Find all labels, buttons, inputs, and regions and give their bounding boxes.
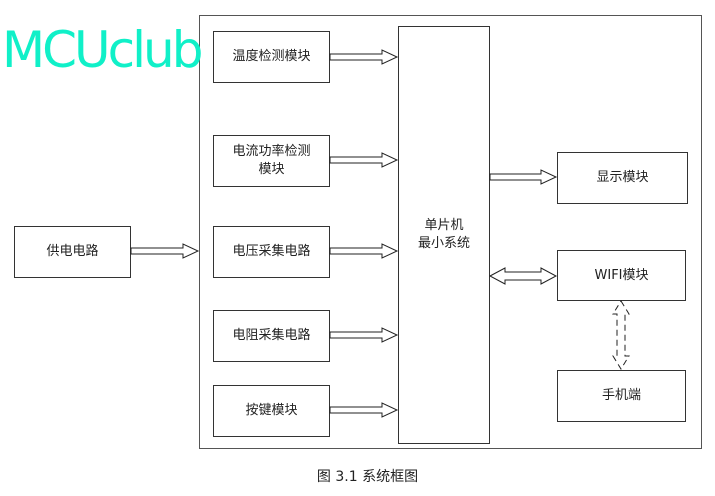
arrow-mcu-wifi-bidirectional (488, 267, 558, 285)
temperature-module: 温度检测模块 (213, 31, 330, 83)
phone-terminal-label: 手机端 (601, 388, 641, 403)
phone-terminal: 手机端 (557, 370, 686, 422)
temperature-module-label: 温度检测模块 (232, 49, 311, 64)
current-power-label-2: 模块 (258, 162, 285, 177)
current-power-module: 电流功率检测模块 (213, 135, 330, 187)
figure-caption: 图 3.1 系统框图 (316, 469, 419, 485)
arrow-wifi-phone-dashed (612, 300, 630, 370)
voltage-circuit: 电压采集电路 (213, 226, 330, 278)
wifi-module-label: WIFI模块 (594, 267, 649, 283)
display-module: 显示模块 (557, 152, 688, 204)
current-power-label-1: 电流功率检测 (232, 144, 311, 159)
wifi-module: WIFI模块 (557, 250, 686, 301)
power-supply-label: 供电电路 (46, 244, 99, 259)
arrow-keys-to-mcu (329, 402, 399, 418)
arrow-current-to-mcu (329, 152, 399, 168)
arrow-voltage-to-mcu (329, 243, 399, 259)
watermark-logo: MCUclub (2, 21, 203, 79)
system-boundary (199, 15, 702, 449)
arrow-power-to-frame (130, 243, 200, 259)
arrow-mcu-to-display (489, 169, 558, 185)
mcu-system: 单片机最小系统 (398, 26, 490, 444)
voltage-circuit-label: 电压采集电路 (232, 244, 311, 259)
arrow-temp-to-mcu (329, 49, 399, 65)
power-supply: 供电电路 (14, 226, 131, 278)
mcu-label-1: 单片机 (424, 218, 464, 233)
arrow-resistance-to-mcu (329, 327, 399, 343)
key-module-label: 按键模块 (245, 403, 298, 418)
mcu-label-2: 最小系统 (417, 236, 470, 251)
display-module-label: 显示模块 (596, 170, 649, 185)
resistance-circuit-label: 电阻采集电路 (232, 328, 311, 343)
